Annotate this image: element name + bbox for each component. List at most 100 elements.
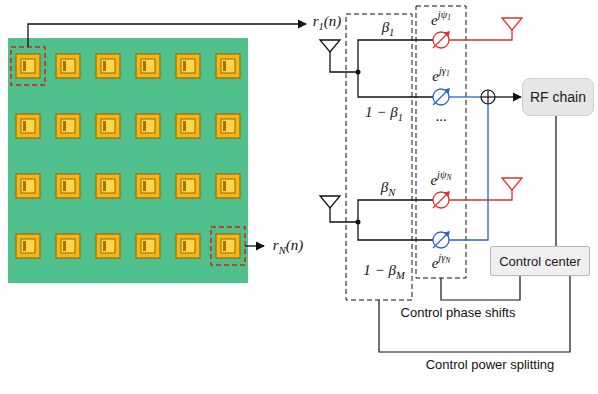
control-label: Control phase shifts [401,306,516,321]
highlight-box [11,47,45,85]
node-text: RF chain [530,89,586,105]
element-bar [23,241,26,251]
shifter-circle [433,89,449,105]
element-bar [183,241,186,251]
element-inner [101,59,115,73]
element-inner [101,179,115,193]
element-inner [181,119,195,133]
shifter-circle [433,232,449,248]
adder-circle [481,90,495,104]
element-bar [23,61,26,71]
element-outer [96,174,120,198]
phase-shifter [433,88,450,105]
phase-shifter [433,31,450,48]
reflecting-element [16,54,40,78]
reflecting-element [176,54,200,78]
wire [449,30,512,40]
element-bar [63,121,66,131]
element-outer [136,114,160,138]
element-inner [101,119,115,133]
element-outer [136,174,160,198]
reflecting-element [136,114,160,138]
signal-label: r1(n) [313,13,342,33]
antenna-symbol [320,40,340,52]
control-label: Control power splitting [426,358,555,373]
adder-symbol [481,90,495,104]
element-bar [183,181,186,191]
element-bar [63,241,66,251]
reflecting-element [96,114,120,138]
element-outer [136,234,160,258]
reflecting-element [16,234,40,258]
wire [449,190,512,200]
element-bar [23,181,26,191]
ratio-label: 1 − β1 [365,104,403,124]
wire [358,222,433,240]
reflecting-element [216,54,240,78]
element-outer [216,114,240,138]
wire [330,208,358,222]
element-bar [183,121,186,131]
reflecting-element [136,54,160,78]
wire [449,96,481,97]
rf-chain-box: RF chain [522,78,594,116]
element-outer [176,234,200,258]
antenna-symbol [502,178,522,190]
reflecting-element [176,234,200,258]
junction-dot [356,70,361,75]
reflecting-element [96,234,120,258]
element-outer [96,234,120,258]
phase-shifter [433,191,450,208]
reflecting-element [16,114,40,138]
phase-label: ejγ1 [432,65,449,85]
element-bar [103,121,106,131]
element-inner [21,179,35,193]
element-inner [61,119,75,133]
reflecting-element [176,174,200,198]
element-inner [181,179,195,193]
ratio-label: β1 [382,19,395,39]
wire [358,72,433,97]
signal-label: rN(n) [273,237,303,257]
shifter-arrow [433,234,447,248]
reflecting-element [96,174,120,198]
phase-label: ejγN [432,252,451,272]
element-inner [221,119,235,133]
shifter-circle [433,32,449,48]
highlight-box [211,227,245,265]
ratio-label: βN [381,179,396,199]
element-outer [16,54,40,78]
shifter-arrowhead [444,31,450,37]
control-wire [379,276,570,352]
adder-cross [487,90,488,104]
element-bar [63,181,66,191]
element-bar [223,121,226,131]
control-box: Control center [490,246,590,276]
element-outer [56,54,80,78]
element-inner [21,119,35,133]
element-inner [221,239,235,253]
element-outer [56,174,80,198]
element-outer [16,234,40,258]
node-text: Control center [499,254,581,269]
element-outer [96,54,120,78]
element-outer [176,174,200,198]
element-inner [221,179,235,193]
element-outer [216,174,240,198]
element-inner [61,59,75,73]
wire [449,104,488,240]
element-bar [143,181,146,191]
element-outer [96,114,120,138]
element-inner [21,59,35,73]
reflecting-element [216,234,240,258]
element-inner [141,179,155,193]
element-inner [61,239,75,253]
signal-arrow [28,24,306,47]
element-inner [101,239,115,253]
element-bar [103,181,106,191]
element-bar [63,61,66,71]
